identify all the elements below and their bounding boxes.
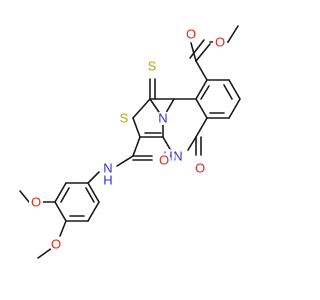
bond — [87, 171, 100, 184]
o-lactam-atom-label: O — [195, 161, 205, 176]
n-ring-top-atom-label-bg — [156, 111, 170, 125]
bond — [189, 39, 205, 59]
nh-ring-atom-label-bg — [171, 149, 185, 163]
bond — [200, 85, 210, 100]
bond — [87, 201, 100, 222]
bond — [132, 136, 141, 157]
s-thione-atom-label: S — [148, 59, 157, 74]
o-lactam-atom-label-bg — [193, 161, 207, 175]
bond — [60, 187, 70, 203]
nh-amide-atom-label-bg — [101, 161, 115, 175]
bond — [195, 98, 208, 119]
bond — [132, 98, 151, 119]
bond — [132, 117, 141, 138]
o-ester-carbonyl-atom-label: O — [186, 27, 196, 42]
o-ester-ether-atom-label-bg — [213, 35, 227, 49]
chemical-structure-diagram: OOSSNNHONHOOO — [19, 25, 241, 259]
o-methoxy-4-atom-label-bg — [49, 237, 63, 251]
o-methoxy-3-atom-label: O — [31, 195, 41, 210]
s-thione-atom-label-bg — [145, 59, 159, 73]
o-ester-ether-atom-label: O — [215, 35, 225, 50]
bond — [54, 201, 67, 222]
s-ring-atom-label-bg — [117, 111, 131, 125]
o-methoxy-4-atom-label: O — [51, 237, 61, 252]
nh-ring-atom-label: N — [173, 149, 182, 164]
nh-amide-hydrogen-label: H — [103, 173, 112, 188]
bond — [228, 79, 241, 100]
bond — [187, 136, 197, 151]
o-amide-atom-label: O — [159, 153, 169, 168]
bond — [85, 187, 95, 203]
bond — [190, 42, 197, 62]
nh-amide-atom-label: N — [103, 161, 112, 176]
bond — [59, 220, 67, 237]
o-ester-carbonyl-atom-label-bg — [184, 27, 198, 41]
bond — [87, 182, 100, 203]
bond — [195, 117, 208, 138]
bond — [116, 155, 134, 167]
o-methoxy-3-atom-label-bg — [29, 195, 43, 209]
bond — [228, 98, 241, 119]
bond — [195, 43, 211, 62]
s-ring-atom-label: S — [120, 111, 129, 126]
bond — [195, 79, 208, 100]
bond — [223, 84, 233, 100]
bond — [227, 25, 239, 43]
bond — [37, 247, 53, 259]
o-amide-atom-label-bg — [157, 153, 171, 167]
bond — [54, 182, 67, 203]
n-ring-top-atom-label: N — [158, 111, 167, 126]
atom-label-layer: OOSSNNHONHOOO — [29, 27, 227, 252]
bond — [195, 60, 208, 81]
bond-layer — [19, 25, 241, 259]
bond — [19, 190, 30, 203]
nh-amide-hydrogen-label-bg — [101, 173, 115, 187]
